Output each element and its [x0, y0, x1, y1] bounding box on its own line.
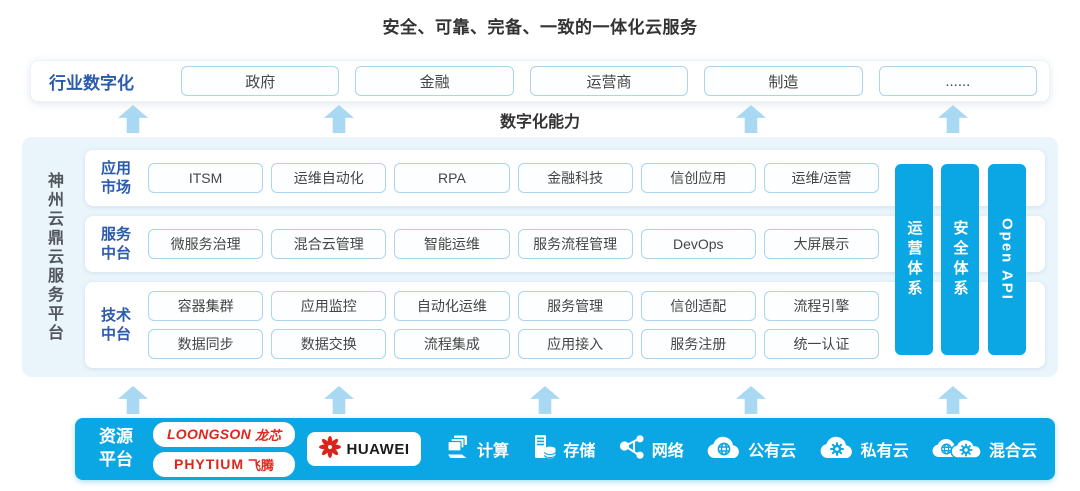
up-arrow-icon [938, 386, 968, 414]
svc-item-devops: DevOps [640, 229, 756, 259]
app-item-ops-automation: 运维自动化 [271, 163, 387, 193]
phytium-latin-text: PHYTIUM [173, 456, 244, 472]
phytium-cjk-text: 飞腾 [247, 457, 274, 473]
phytium-logo: PHYTIUM 飞腾 [153, 451, 295, 477]
app-market-boxes: ITSM 运维自动化 RPA 金融科技 信创应用 运维/运营 [148, 163, 880, 193]
app-market-row: 应用市场 ITSM 运维自动化 RPA 金融科技 信创应用 运维/运营 [85, 150, 1045, 206]
industry-row-label: 行业数字化 [49, 73, 134, 93]
private-cloud-icon [819, 434, 855, 465]
tech-item-service-registry: 服务注册 [640, 329, 756, 359]
resource-label: 存储 [563, 443, 596, 460]
tech-platform-boxes: 容器集群 应用监控 自动化运维 服务管理 信创适配 流程引擎 数据同步 数据交换… [148, 291, 880, 359]
loongson-latin-text: LOONGSON [166, 426, 252, 442]
pillar-operations-label: 运营体系 [905, 219, 923, 300]
app-market-label: 应用市场 [100, 159, 131, 197]
tech-platform-row: 技术中台 容器集群 应用监控 自动化运维 服务管理 信创适配 流程引擎 数据同步… [85, 282, 1045, 368]
resource-platform-label: 资源平台 [99, 427, 133, 469]
resource-label: 计算 [477, 443, 510, 460]
tech-item-xinchuang-adapt: 信创适配 [640, 291, 756, 321]
service-platform-boxes: 微服务治理 混合云管理 智能运维 服务流程管理 DevOps 大屏展示 [148, 229, 880, 259]
page-title: 安全、可靠、完备、一致的一体化云服务 [382, 18, 698, 37]
tech-row-top: 容器集群 应用监控 自动化运维 服务管理 信创适配 流程引擎 [148, 291, 880, 321]
tech-platform-label: 技术中台 [100, 306, 131, 344]
tech-item-process-integration: 流程集成 [394, 329, 510, 359]
service-platform-row: 服务中台 微服务治理 混合云管理 智能运维 服务流程管理 DevOps 大屏展示 [85, 216, 1045, 272]
industry-panel: 行业数字化 政府 金融 运营商 制造 ...... [30, 60, 1050, 102]
up-arrow-icon [118, 386, 148, 414]
resource-label: 私有云 [860, 443, 909, 460]
resource-network: 网络 [618, 434, 684, 465]
app-item-rpa: RPA [394, 163, 510, 193]
network-icon [618, 434, 646, 465]
huawei-name-text: HUAWEI [346, 440, 410, 458]
resource-private-cloud: 私有云 [819, 434, 909, 465]
svc-item-aiops: 智能运维 [394, 229, 510, 259]
loongson-cjk-text: 龙芯 [255, 427, 282, 443]
app-item-fintech: 金融科技 [517, 163, 633, 193]
resource-storage: 存储 [531, 434, 595, 465]
up-arrow-icon [324, 386, 354, 414]
resource-hybrid-cloud: 混合云 [931, 434, 1037, 465]
tech-item-data-exchange: 数据交换 [271, 329, 387, 359]
resource-compute: 计算 [445, 434, 509, 465]
loongson-logo: LOONGSON 龙芯 [153, 421, 295, 447]
resource-label: 网络 [651, 443, 684, 460]
industry-item-government: 政府 [181, 66, 340, 96]
up-arrow-icon [530, 386, 560, 414]
tech-item-auto-ops: 自动化运维 [394, 291, 510, 321]
vendor-chips: LOONGSON 龙芯 PHYTIUM 飞腾 [153, 421, 295, 477]
public-cloud-icon [706, 434, 742, 465]
resource-label: 混合云 [988, 443, 1037, 460]
storage-icon [531, 434, 557, 465]
tech-item-service-mgmt: 服务管理 [517, 291, 633, 321]
resource-label: 公有云 [748, 443, 797, 460]
industry-boxes: 政府 金融 运营商 制造 ...... [181, 66, 1038, 96]
industry-item-more: ...... [878, 66, 1038, 96]
pillar-security-label: 安全体系 [951, 219, 969, 300]
tech-item-app-monitor: 应用监控 [271, 291, 387, 321]
industry-item-manufacturing: 制造 [704, 66, 863, 96]
svc-item-hybrid-cloud-mgmt: 混合云管理 [271, 229, 387, 259]
industry-item-finance: 金融 [355, 66, 514, 96]
service-platform-label: 服务中台 [100, 225, 131, 263]
tech-item-app-access: 应用接入 [517, 329, 633, 359]
svc-item-microservice: 微服务治理 [148, 229, 264, 259]
pillar-security-system: 安全体系 [941, 164, 979, 355]
tech-item-data-sync: 数据同步 [148, 329, 264, 359]
pillar-open-api-label: Open API [998, 218, 1016, 301]
huawei-flower-icon [318, 435, 341, 463]
svc-item-big-screen: 大屏展示 [763, 229, 880, 259]
resource-items: 计算 [445, 434, 1037, 465]
resource-public-cloud: 公有云 [706, 434, 796, 465]
up-arrow-icon [736, 386, 766, 414]
industry-item-operator: 运营商 [529, 66, 689, 96]
pillar-open-api: Open API [988, 164, 1026, 355]
app-item-ops-operation: 运维/运营 [763, 163, 880, 193]
tech-item-process-engine: 流程引擎 [763, 291, 880, 321]
platform-name: 神州云鼎云服务平台 [45, 171, 62, 343]
svc-item-service-flow: 服务流程管理 [517, 229, 633, 259]
tech-item-unified-auth: 统一认证 [763, 329, 880, 359]
resource-platform-bar: 资源平台 LOONGSON 龙芯 PHYTIUM 飞腾 [75, 418, 1055, 480]
compute-icon [445, 434, 471, 465]
tech-item-container: 容器集群 [148, 291, 264, 321]
pillar-operations-system: 运营体系 [895, 164, 933, 355]
app-item-xinchuang-app: 信创应用 [640, 163, 756, 193]
tech-row-bottom: 数据同步 数据交换 流程集成 应用接入 服务注册 统一认证 [148, 329, 880, 359]
hybrid-cloud-icon [931, 434, 983, 465]
digital-capability-label: 数字化能力 [499, 114, 580, 131]
app-item-itsm: ITSM [148, 163, 264, 193]
huawei-logo: HUAWEI [307, 432, 421, 466]
